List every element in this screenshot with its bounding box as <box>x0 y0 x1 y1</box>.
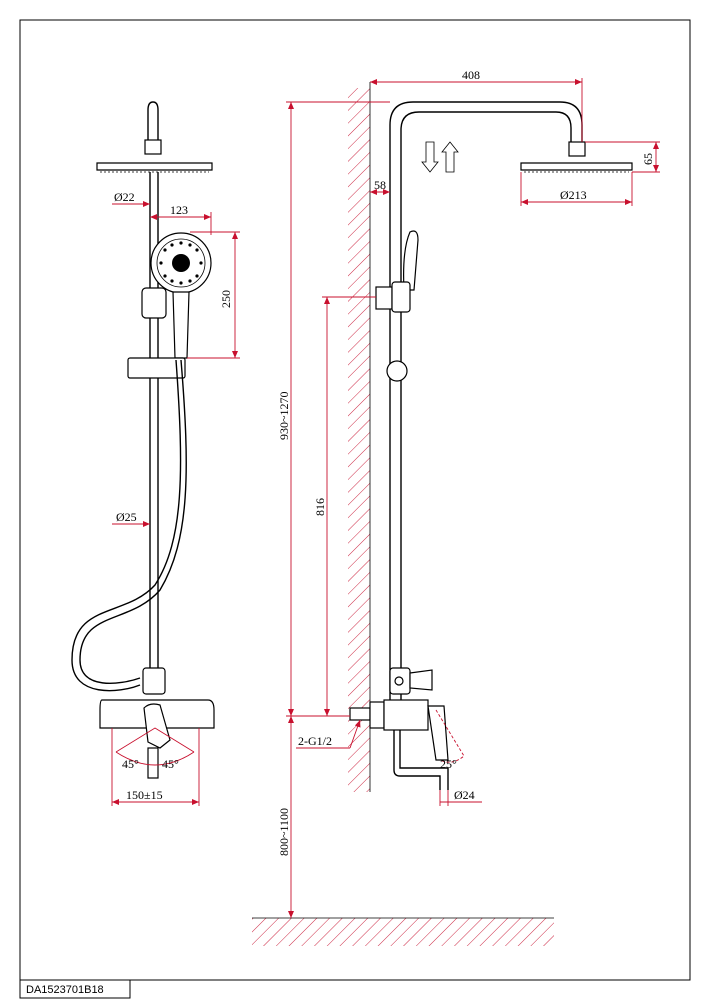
wall-hatch <box>348 88 370 792</box>
side-overhead-head <box>520 162 633 171</box>
front-dim-hand-height-label: 250 <box>219 290 233 308</box>
front-mixer-handle <box>143 703 171 749</box>
front-angle-arc-curve <box>115 751 195 766</box>
side-dim-inlet-leader-up <box>349 719 361 749</box>
front-spout <box>147 747 159 779</box>
side-dim-wall-offset-label: 58 <box>374 178 386 192</box>
front-hand-handle <box>172 291 190 359</box>
side-mixer-flange <box>369 701 385 729</box>
drawing-code: DA1523701B18 <box>26 984 104 996</box>
side-dim-inlet-label: 2-G1/2 <box>298 734 332 748</box>
side-riser-arm-inner <box>400 111 572 292</box>
side-lever-swing <box>435 709 465 763</box>
front-overhead-head <box>96 162 213 171</box>
side-riser-arm-outer <box>389 101 583 700</box>
side-slide-knob <box>386 360 408 382</box>
front-angle-left-label: 45° <box>122 757 139 771</box>
front-dim-hand-width-label: 123 <box>170 203 188 217</box>
front-dim-arm-label: Ø22 <box>114 190 135 204</box>
flow-down-arrow <box>421 141 439 173</box>
side-angle-spout-label: 25° <box>440 757 457 771</box>
flow-up-arrow <box>441 141 459 173</box>
side-dim-mount-label: 800~1100 <box>277 808 291 856</box>
side-holder-bracket <box>375 286 393 310</box>
front-shower-arm <box>147 101 159 140</box>
front-hand-shower-face <box>156 238 206 288</box>
sheet-border <box>19 19 691 981</box>
title-block <box>19 979 131 999</box>
front-hose-inner <box>71 359 182 692</box>
side-dim-reach-label: 408 <box>462 68 480 82</box>
side-head-connector <box>568 141 586 157</box>
front-diverter <box>142 667 166 695</box>
side-dim-rail-label: 816 <box>313 498 327 516</box>
side-holder-slider <box>391 281 411 313</box>
front-hose <box>79 359 187 685</box>
side-diverter-lever <box>409 669 433 691</box>
front-dim-centers-label: 150±15 <box>126 788 163 802</box>
side-dim-head-height-label: 65 <box>641 153 655 165</box>
side-dim-head-dia-label: Ø213 <box>560 188 587 202</box>
front-view: 45° 45° Ø22 123 250 Ø25 150±15 <box>71 101 240 806</box>
front-dim-rail-label: Ø25 <box>116 510 137 524</box>
front-angle-arc <box>115 727 195 753</box>
front-hand-shower-center <box>172 254 190 272</box>
side-hand-shower <box>403 230 419 291</box>
front-holder-clamp <box>141 287 167 319</box>
front-angle-right-label: 45° <box>162 757 179 771</box>
floor-hatch <box>252 918 554 946</box>
side-spout <box>393 730 449 790</box>
front-slide-bar <box>127 357 186 379</box>
side-dim-adjust-label: 930~1270 <box>277 392 291 441</box>
front-hand-shower-nozzles <box>159 241 203 285</box>
side-mixer-body <box>383 699 429 731</box>
front-head-connector <box>144 139 162 155</box>
side-dim-spout-label: Ø24 <box>454 788 475 802</box>
side-wall-eccentric <box>349 707 371 721</box>
side-diverter-knob <box>394 676 404 686</box>
side-view: 25° 408 65 Ø213 58 930~1270 816 2-G1/2 <box>252 68 660 946</box>
side-mixer-lever <box>427 705 449 761</box>
